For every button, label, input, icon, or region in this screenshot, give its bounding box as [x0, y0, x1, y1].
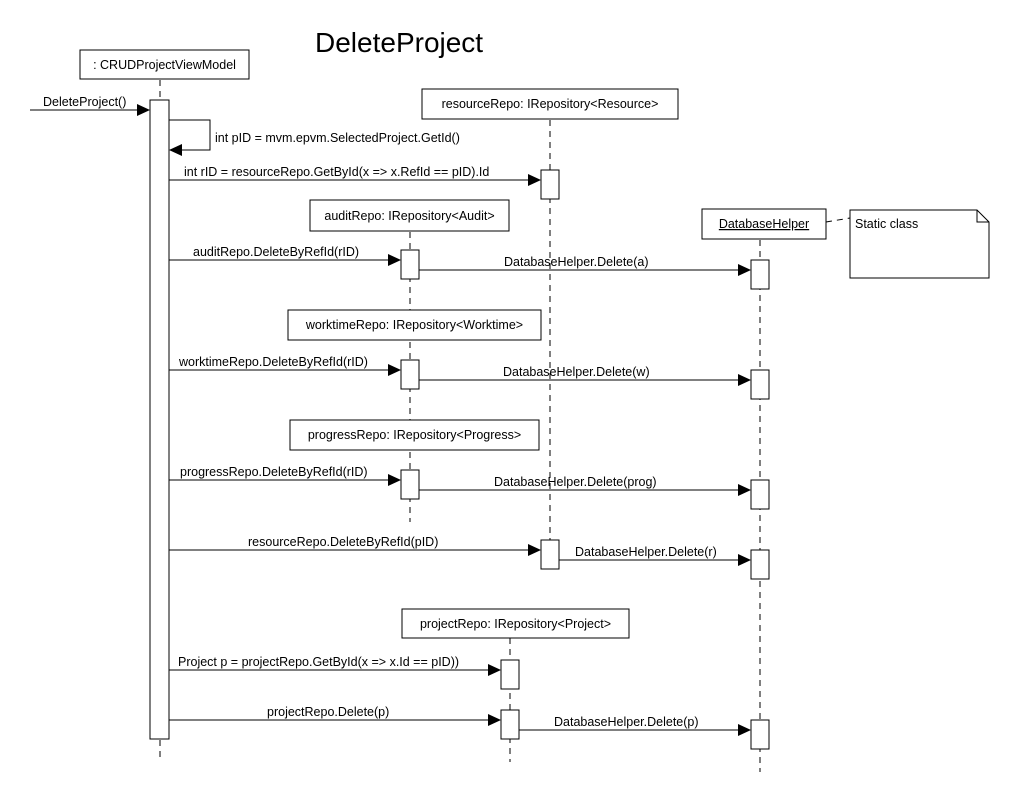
message-label: projectRepo.Delete(p): [267, 705, 389, 719]
activation-worktime-repo: [400, 359, 420, 390]
participant-label: projectRepo: IRepository<Project>: [420, 617, 611, 631]
participant-label: worktimeRepo: IRepository<Worktime>: [305, 318, 523, 332]
activation-project-repo: [500, 659, 520, 690]
participant-progress-repo: progressRepo: IRepository<Progress>: [289, 419, 540, 451]
message-label: Project p = projectRepo.GetById(x => x.I…: [178, 655, 459, 669]
message-db-delete-resource: DatabaseHelper.Delete(r): [559, 545, 751, 566]
message-label: DatabaseHelper.Delete(w): [503, 365, 650, 379]
note-text: Static class: [855, 217, 918, 231]
activation-viewmodel: [149, 99, 170, 740]
message-label: DatabaseHelper.Delete(prog): [494, 475, 657, 489]
participant-label: resourceRepo: IRepository<Resource>: [442, 97, 659, 111]
message-delete-project: DeleteProject(): [30, 95, 150, 116]
message-progress-delete: progressRepo.DeleteByRefId(rID): [169, 465, 401, 486]
participant-resource-repo: resourceRepo: IRepository<Resource>: [421, 88, 679, 120]
message-label: int rID = resourceRepo.GetById(x => x.Re…: [184, 165, 489, 179]
participant-label: : CRUDProjectViewModel: [93, 58, 236, 72]
message-label: DatabaseHelper.Delete(r): [575, 545, 717, 559]
message-db-delete-project: DatabaseHelper.Delete(p): [519, 715, 751, 736]
participant-worktime-repo: worktimeRepo: IRepository<Worktime>: [287, 309, 542, 341]
message-label: int pID = mvm.epvm.SelectedProject.GetId…: [215, 131, 460, 145]
message-worktime-delete: worktimeRepo.DeleteByRefId(rID): [169, 355, 401, 376]
message-label: auditRepo.DeleteByRefId(rID): [193, 245, 359, 259]
message-label: progressRepo.DeleteByRefId(rID): [180, 465, 368, 479]
diagram-title: DeleteProject: [315, 27, 483, 58]
message-self-get-id: int pID = mvm.epvm.SelectedProject.GetId…: [169, 119, 460, 156]
message-project-delete: projectRepo.Delete(p): [169, 705, 501, 726]
participant-label: DatabaseHelper: [719, 217, 809, 231]
participant-database-helper: DatabaseHelper: [701, 208, 827, 240]
message-resource-delete: resourceRepo.DeleteByRefId(pID): [169, 535, 541, 556]
message-label: worktimeRepo.DeleteByRefId(rID): [178, 355, 368, 369]
participant-label: progressRepo: IRepository<Progress>: [308, 428, 521, 442]
message-get-resource: int rID = resourceRepo.GetById(x => x.Re…: [169, 165, 541, 186]
activation-database-helper: [750, 479, 770, 510]
message-db-delete-worktime: DatabaseHelper.Delete(w): [419, 365, 751, 386]
activation-progress-repo: [400, 469, 420, 500]
activation-database-helper: [750, 369, 770, 400]
note-connector: [825, 217, 851, 223]
activation-database-helper: [750, 549, 770, 580]
participant-label: auditRepo: IRepository<Audit>: [324, 209, 494, 223]
message-label: DeleteProject(): [43, 95, 126, 109]
activation-resource-repo: [540, 169, 560, 200]
participant-project-repo: projectRepo: IRepository<Project>: [401, 608, 630, 639]
message-db-delete-audit: DatabaseHelper.Delete(a): [419, 255, 751, 276]
activation-resource-repo: [540, 539, 560, 570]
message-label: DatabaseHelper.Delete(p): [554, 715, 699, 729]
participant-audit-repo: auditRepo: IRepository<Audit>: [309, 199, 510, 232]
message-label: DatabaseHelper.Delete(a): [504, 255, 649, 269]
activation-database-helper: [750, 259, 770, 290]
message-get-project: Project p = projectRepo.GetById(x => x.I…: [169, 655, 501, 676]
activation-database-helper: [750, 719, 770, 750]
participant-viewmodel: : CRUDProjectViewModel: [79, 49, 250, 80]
message-audit-delete: auditRepo.DeleteByRefId(rID): [169, 245, 401, 266]
message-db-delete-progress: DatabaseHelper.Delete(prog): [419, 475, 751, 496]
activation-project-repo: [500, 709, 520, 740]
note-static-class: Static class: [849, 209, 990, 279]
activation-audit-repo: [400, 249, 420, 280]
message-label: resourceRepo.DeleteByRefId(pID): [248, 535, 438, 549]
